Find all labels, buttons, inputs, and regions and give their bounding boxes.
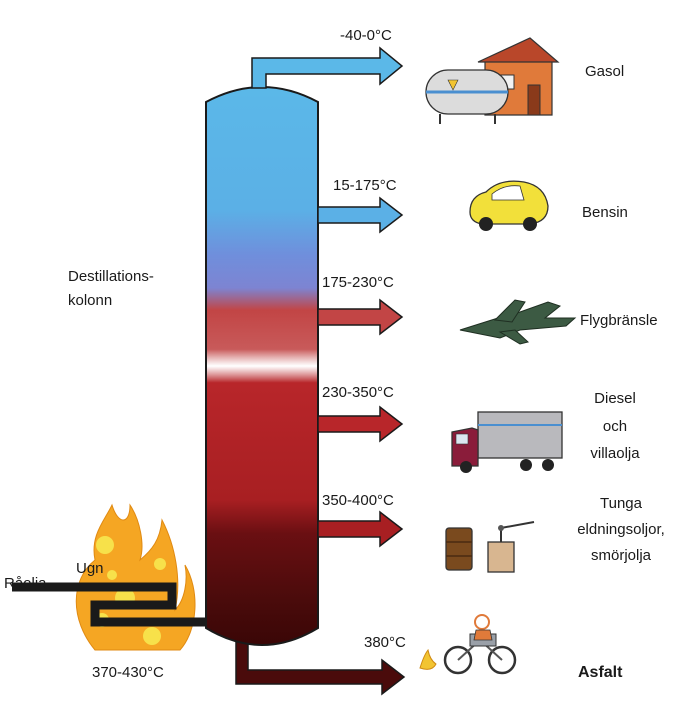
furnace-label: Ugn: [76, 560, 104, 577]
product-label-4-line2: och: [602, 418, 628, 435]
distillation-column: [205, 86, 319, 646]
product-label-5-line3: smörjolja: [590, 547, 651, 564]
fraction-temp-1: -40-0°C: [340, 27, 392, 44]
outlet-arrow-4: [317, 405, 404, 443]
oil-barrel-icon: [445, 521, 535, 573]
product-label-5-line2: eldningsoljor,: [577, 521, 665, 538]
outlet-arrow-3: [317, 298, 404, 336]
crude-oil-pipe: [12, 582, 220, 627]
outlet-arrow-6: [235, 635, 406, 696]
furnace-temp-label: 370-430°C: [92, 664, 164, 681]
outlet-arrow-5: [317, 510, 404, 548]
fraction-temp-6: 380°C: [364, 634, 406, 651]
product-label-3: Flygbränsle: [580, 312, 658, 329]
product-label-4-line1: Diesel: [594, 390, 636, 407]
column-label-line2: kolonn: [68, 292, 113, 309]
product-label-6: Asfalt: [578, 664, 623, 681]
column-label-line1: Destillations-: [68, 268, 154, 285]
road-roller-icon: [419, 614, 517, 675]
outlet-arrow-2: [317, 196, 404, 234]
car-icon: [469, 180, 549, 231]
jet-plane-icon: [459, 299, 577, 345]
product-label-4-line3: villaolja: [590, 445, 640, 462]
fraction-temp-4: 230-350°C: [322, 384, 394, 401]
truck-icon: [451, 411, 563, 473]
product-label-1: Gasol: [585, 63, 625, 80]
fraction-temp-2: 15-175°C: [333, 177, 397, 194]
gas-tank-icon: [425, 37, 560, 124]
product-label-2: Bensin: [582, 204, 628, 221]
fraction-temp-3: 175-230°C: [322, 274, 394, 291]
product-label-5-line1: Tunga: [600, 495, 642, 512]
crude-oil-label: Råolja: [4, 575, 47, 592]
fraction-temp-5: 350-400°C: [322, 492, 394, 509]
outlet-arrow-1: [251, 46, 404, 89]
